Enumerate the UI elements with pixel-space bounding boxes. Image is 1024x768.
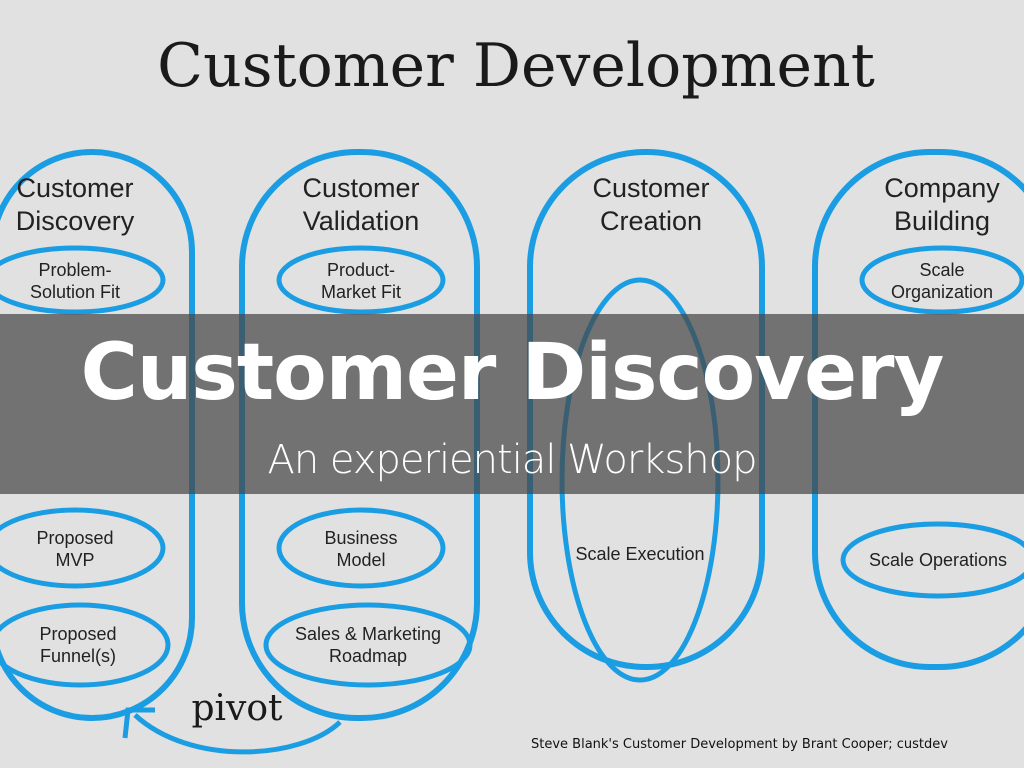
item-label: Proposed (39, 624, 116, 644)
item-label: Organization (891, 282, 993, 302)
item-oval (276, 507, 446, 589)
item-label: Scale Operations (869, 550, 1007, 570)
stage-title: Validation (303, 206, 420, 236)
stage-title: Discovery (16, 206, 135, 236)
item-label: Roadmap (329, 646, 407, 666)
item-label: Solution Fit (30, 282, 120, 302)
slide-title: Customer Discovery (80, 328, 945, 418)
pivot-arrowhead-icon (122, 707, 155, 739)
title-band (0, 314, 1024, 494)
stage-title: Customer (16, 173, 133, 203)
item-label: Proposed (36, 528, 113, 548)
stage-title: Customer (302, 173, 419, 203)
item-label: Market Fit (321, 282, 401, 302)
item-label: Business (324, 528, 397, 548)
stage-title: Company (884, 173, 1000, 203)
diagram-heading: Customer Development (157, 31, 875, 101)
item-oval (0, 507, 166, 589)
item-label: Scale (919, 260, 964, 280)
stage-title: Creation (600, 206, 702, 236)
item-label: Sales & Marketing (295, 624, 441, 644)
item-oval (276, 245, 446, 315)
item-label: Product- (327, 260, 395, 280)
item-label: Model (336, 550, 385, 570)
item-oval (0, 245, 166, 315)
pivot-label: pivot (191, 688, 283, 729)
item-label: MVP (55, 550, 94, 570)
pivot-arrow-icon (133, 713, 342, 755)
stage-title: Building (894, 206, 990, 236)
item-oval (859, 245, 1024, 315)
item-label: Problem- (38, 260, 111, 280)
item-label: Scale Execution (575, 544, 704, 564)
image-credit: Steve Blank's Customer Development by Br… (531, 737, 948, 752)
slide-subtitle: An experiential Workshop (267, 437, 757, 483)
stage-title: Customer (592, 173, 709, 203)
item-oval (263, 602, 473, 688)
item-oval (840, 521, 1024, 599)
item-label: Funnel(s) (40, 646, 116, 666)
item-oval (0, 602, 171, 688)
